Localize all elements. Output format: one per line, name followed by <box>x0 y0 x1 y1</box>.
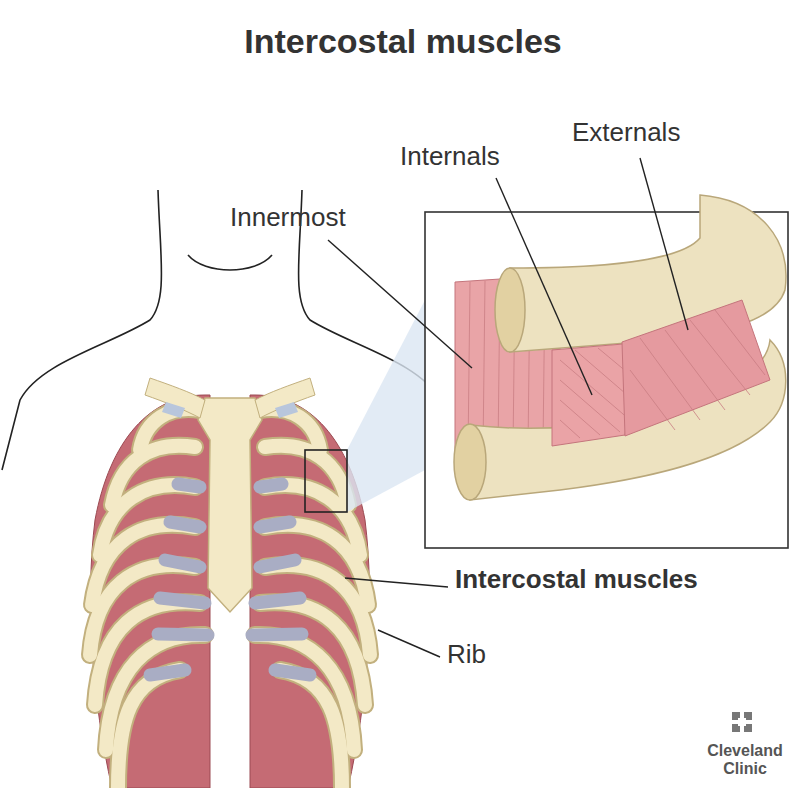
part-label: Internals <box>400 142 500 172</box>
inset-detail <box>454 195 786 500</box>
logo-icon <box>732 712 752 732</box>
part-label: Intercostal muscles <box>455 565 698 595</box>
part-label: Rib <box>447 640 486 670</box>
part-label: Externals <box>572 118 680 148</box>
part-label: Innermost <box>230 203 346 233</box>
watermark: Cleveland Clinic <box>692 742 798 777</box>
diagram-title: Intercostal muscles <box>0 22 806 61</box>
